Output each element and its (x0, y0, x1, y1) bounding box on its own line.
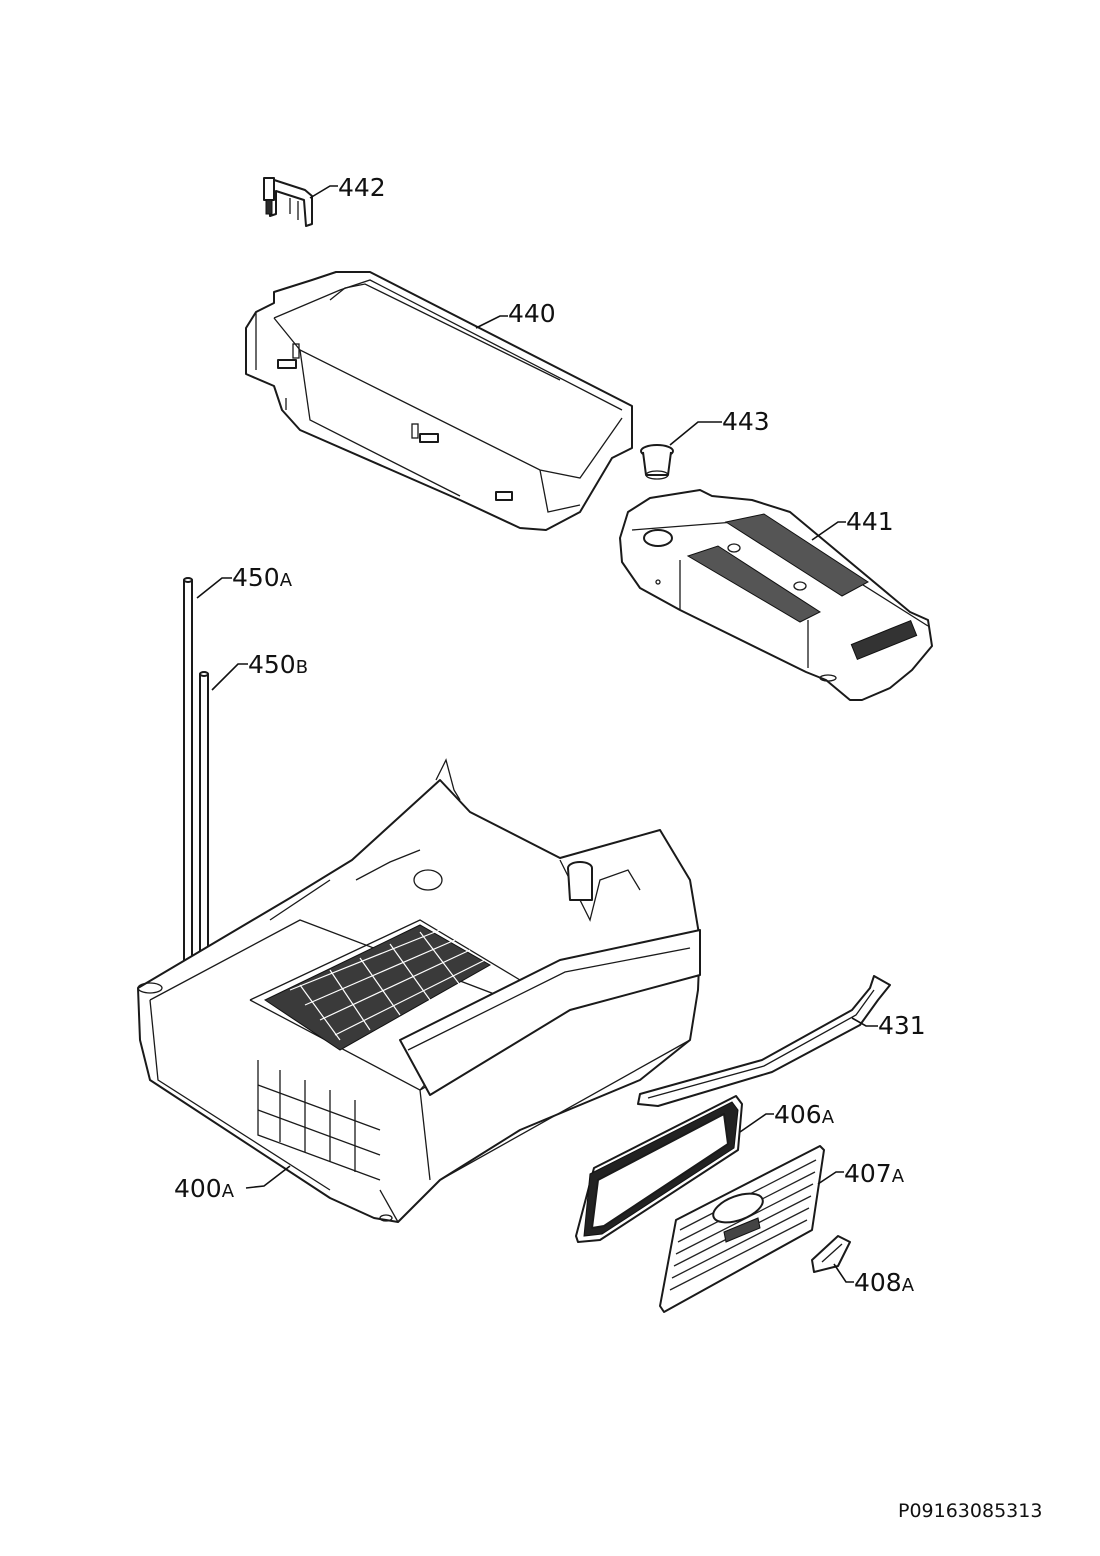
leader-450b (211, 663, 248, 691)
leader-441 (811, 521, 846, 541)
document-code: P09163085313 (898, 1500, 1043, 1522)
leader-442 (309, 185, 338, 199)
part-400a-base-assembly (137, 758, 701, 1223)
front-grille (257, 1060, 381, 1181)
leader-406a (739, 1113, 774, 1133)
callout-400a: 400A (174, 1174, 235, 1203)
callout-408a: 408A (854, 1268, 915, 1297)
leader-400a (245, 1165, 291, 1189)
leader-443 (669, 421, 722, 446)
callout-431: 431 (878, 1011, 926, 1040)
callout-407a: 407A (844, 1159, 905, 1188)
leader-407a (817, 1171, 844, 1185)
part-450b-rod (199, 671, 209, 975)
leader-450a (196, 577, 232, 599)
callout-406a: 406A (774, 1100, 835, 1129)
callout-442: 442 (338, 173, 386, 202)
part-443-cup (640, 444, 674, 480)
part-442-bracket (263, 177, 313, 227)
leader-440 (475, 315, 508, 329)
part-441-tank (619, 489, 933, 701)
part-450a-rod (183, 577, 193, 966)
part-406a-gasket-frame (575, 1095, 743, 1243)
honeycomb-grid (263, 924, 492, 1051)
callout-440: 440 (508, 299, 556, 328)
callout-450b: 450B (248, 650, 308, 679)
part-431-seal (637, 975, 891, 1107)
callout-450a: 450A (232, 563, 293, 592)
callout-441: 441 (846, 507, 894, 536)
part-408a-latch (811, 1235, 851, 1273)
part-407a-filter-panel (659, 1145, 825, 1313)
part-440-cover (245, 271, 633, 531)
leader-408a (833, 1263, 854, 1283)
leader-431 (851, 1017, 878, 1027)
callout-443: 443 (722, 407, 770, 436)
